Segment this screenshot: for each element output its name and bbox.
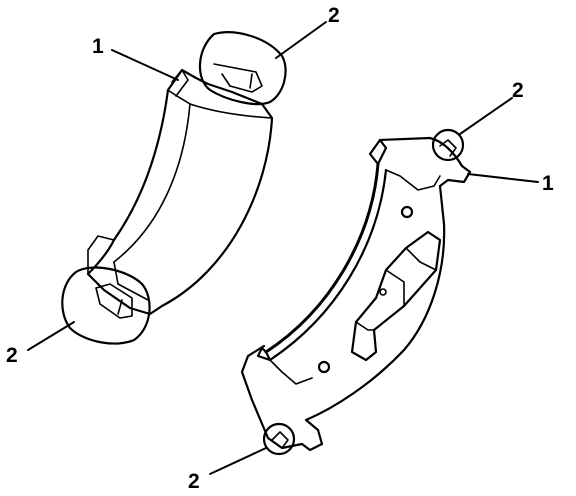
- wear-bracket-edge: [385, 269, 405, 307]
- left-pad-lower-inner: [113, 261, 149, 301]
- wear-bracket-body: [350, 230, 442, 362]
- left-pad-outline: [86, 68, 274, 316]
- left-brake-pad: [61, 31, 287, 345]
- callout-right-top-clip-2: 2: [512, 79, 524, 102]
- right-pad-friction-top: [368, 138, 388, 166]
- callout-right-pad-1: 1: [542, 172, 554, 195]
- left-bottom-clip-loop: [61, 266, 151, 345]
- left-top-clip-loop: [198, 31, 287, 106]
- callout-left-bottom-clip-2: 2: [6, 344, 18, 367]
- wear-bracket-tab: [355, 321, 375, 331]
- callout-labels: 1 2 2 2 1 2: [6, 4, 554, 493]
- rivet-hole-lower: [317, 360, 331, 374]
- rivet-hole-bracket: [379, 288, 387, 296]
- callout-right-bottom-clip-2: 2: [188, 470, 200, 493]
- leader-right-bottom-2: [209, 447, 267, 475]
- left-pad-upper-step: [171, 69, 189, 97]
- left-pad-inner-edge: [113, 89, 191, 263]
- left-top-clip-tab: [213, 63, 263, 93]
- left-pad-bottom-clip: [61, 266, 151, 345]
- right-pad-top-clip: [431, 128, 465, 162]
- left-bottom-clip-slot: [117, 299, 123, 315]
- right-pad-friction-inner: [268, 168, 388, 362]
- callout-left-top-clip-2: 2: [328, 4, 340, 27]
- right-bottom-clip-hook: [271, 431, 289, 449]
- right-pad-friction-outer: [264, 162, 380, 354]
- leader-lines: [27, 21, 539, 475]
- right-top-clip-circle: [431, 128, 465, 162]
- callout-left-pad-1: 1: [92, 35, 104, 58]
- rivet-hole-upper: [400, 205, 414, 219]
- left-pad-plate-edge: [189, 103, 273, 119]
- leader-left-top-2: [275, 21, 327, 59]
- right-pad-bottom-clip: [262, 422, 296, 456]
- right-pad-wear-bracket: [350, 230, 442, 362]
- leader-left-bottom-2: [27, 321, 75, 351]
- leader-left-top-1: [111, 49, 179, 81]
- right-pad-lower-ledge: [269, 359, 313, 385]
- leader-right-1: [467, 173, 539, 183]
- wear-bracket-face: [405, 247, 437, 271]
- left-pad-lower-step: [87, 235, 115, 275]
- right-pad-backing-plate: [240, 136, 472, 452]
- left-pad-top-clip: [198, 31, 287, 106]
- right-brake-pad: [240, 128, 472, 456]
- left-top-clip-slot: [249, 73, 253, 89]
- right-bottom-clip-circle: [262, 422, 296, 456]
- left-bottom-clip-tab: [95, 283, 133, 319]
- right-pad-upper-ledge: [385, 169, 441, 191]
- leader-right-top-2: [459, 97, 513, 135]
- right-top-clip-hook: [439, 139, 457, 157]
